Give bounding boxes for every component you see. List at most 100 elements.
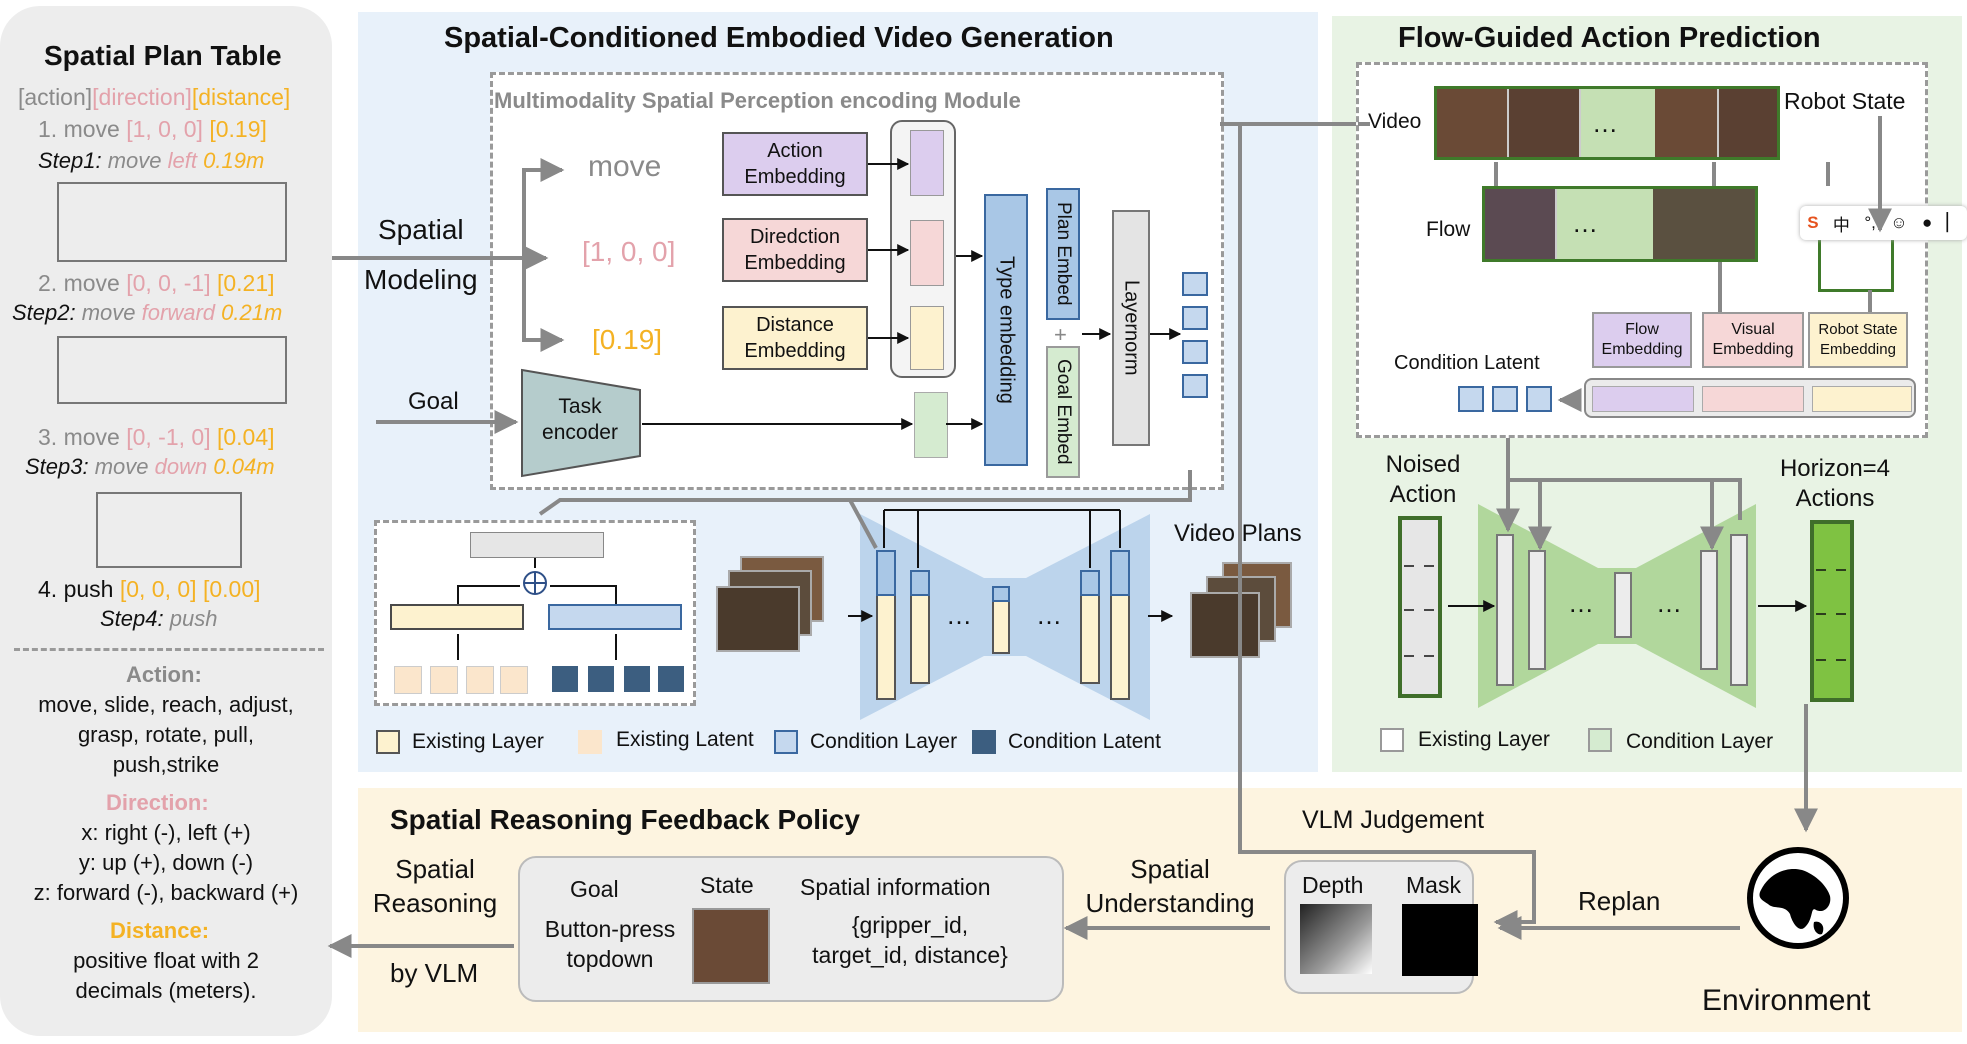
step-dir: [0, 0, 0] <box>119 576 197 602</box>
legend2-condition-layer: Condition Layer <box>1626 730 1774 753</box>
sum-icon <box>523 571 547 595</box>
action-unet-cond-3 <box>1700 550 1718 670</box>
legend-condition-latent-swatch <box>972 730 996 754</box>
goal-token <box>914 392 948 458</box>
spatial-understanding-label: Spatial Understanding <box>1070 852 1270 920</box>
output-token-2 <box>1182 306 1208 330</box>
plan-step-3: 3. move [0, -1, 0] [0.04] <box>38 424 275 451</box>
detail-condition-latent-4 <box>658 666 684 692</box>
flow-frame <box>1653 189 1755 259</box>
robot-state-label: Robot State <box>1784 88 1906 114</box>
input-toolbar[interactable]: S 中 °, ☺ ● ▏ <box>1800 206 1967 240</box>
punctuation-icon[interactable]: °, <box>1864 213 1876 232</box>
legend-condition-latent: Condition Latent <box>1008 730 1161 753</box>
action-unet-dots-2: … <box>1656 588 1682 618</box>
plan-divider <box>14 648 324 651</box>
step-dir: [0, -1, 0] <box>126 424 211 450</box>
video-frame <box>1509 89 1579 157</box>
video-gen-title: Spatial-Conditioned Embodied Video Gener… <box>444 22 1114 54</box>
emoji-icon[interactable]: ☺ <box>1890 213 1908 232</box>
spatial-reasoning-label: Spatial Reasoning <box>360 852 510 920</box>
visual-embedding-line: Embedding <box>1712 341 1794 358</box>
direction-vocab-line: x: right (-), left (+) <box>81 820 251 845</box>
detail-condition-latent-3 <box>624 666 650 692</box>
detail-existing-latent-1 <box>394 666 422 694</box>
step-num: 2. <box>38 270 58 296</box>
cond-flow-slot <box>1592 386 1694 412</box>
perception-module-title: Multimodality Spatial Perception encodin… <box>494 88 1021 113</box>
action-vocab-line: grasp, rotate, pull, <box>77 722 255 747</box>
output-token-3 <box>1182 340 1208 364</box>
unet-cond-1 <box>876 550 896 596</box>
detail-condition-latent-2 <box>588 666 614 692</box>
goal-label: Goal <box>408 388 459 415</box>
header-action: [action] <box>18 84 93 110</box>
unet-cond-mid <box>992 586 1010 602</box>
action-token <box>910 130 944 196</box>
token-direction: [1, 0, 0] <box>582 236 676 267</box>
detail-top-layer <box>470 532 604 558</box>
plan-embed: Plan Embed <box>1046 188 1080 320</box>
distance-vocab-line: positive float with 2 <box>73 948 259 973</box>
plan-step-2-desc: Step2: move forward 0.21m <box>12 300 282 326</box>
header-direction: [direction] <box>92 84 192 110</box>
reasoning-goal-header: Goal <box>570 876 619 902</box>
robot-embedding-line: Robot State <box>1818 321 1898 338</box>
task-encoder-shape <box>521 368 641 478</box>
globe-icon <box>1747 847 1849 949</box>
microphone-icon[interactable]: ● <box>1921 213 1933 232</box>
step-desc-verb: move <box>107 148 162 173</box>
direction-vocab-line: z: forward (-), backward (+) <box>33 880 299 905</box>
plan-step-2: 2. move [0, 0, -1] [0.21] <box>38 270 275 297</box>
detail-condition-layer <box>548 604 682 630</box>
goal-embed: Goal Embed <box>1046 346 1080 478</box>
chinese-mode-icon[interactable]: 中 <box>1832 215 1850 235</box>
action-pred-title: Flow-Guided Action Prediction <box>1398 22 1821 54</box>
step-desc-dist: 0.04m <box>213 454 275 479</box>
spatial-reasoning-line: Spatial <box>395 854 475 884</box>
condition-latent-token-2 <box>1492 386 1518 412</box>
action-vocab-line: push,strike <box>112 752 220 777</box>
reasoning-state-image <box>692 908 770 984</box>
task-encoder-line: encoder <box>542 421 618 444</box>
reasoning-goal-value: Button-press topdown <box>530 914 690 974</box>
info-value-line: target_id, distance} <box>812 942 1008 968</box>
condition-latent-token-3 <box>1526 386 1552 412</box>
distance-token <box>910 306 944 370</box>
mask-image <box>1402 904 1478 976</box>
step-dist: [0.19] <box>209 116 267 142</box>
step-num: 4. <box>38 576 58 602</box>
step-label: Step1: <box>38 148 102 173</box>
step-verb: move <box>63 270 120 296</box>
plan-step-4: 4. push [0, 0, 0] [0.00] <box>38 576 261 603</box>
step-num: 3. <box>38 424 58 450</box>
action-unet-cond-1 <box>1496 534 1514 686</box>
spatial-plan-panel <box>0 6 332 1036</box>
step-verb: move <box>63 424 120 450</box>
video-frame <box>1437 89 1507 157</box>
action-unet-cond-4 <box>1730 534 1748 686</box>
video-frame <box>1581 89 1655 157</box>
action-vocab-line: move, slide, reach, adjust, <box>38 692 294 717</box>
direction-embedding-line: Embedding <box>744 252 846 274</box>
step-desc-dir: left <box>167 148 198 173</box>
step-dir: [1, 0, 0] <box>126 116 203 142</box>
step-label: Step4: <box>100 606 164 631</box>
plus-sign: + <box>1054 322 1067 347</box>
video-plans-label: Video Plans <box>1174 520 1302 547</box>
task-encoder: Task encoder <box>540 394 620 446</box>
video-frame <box>1655 89 1717 157</box>
flow-strip-dots: … <box>1572 208 1598 238</box>
spatial-plan-title: Spatial Plan Table <box>44 40 282 71</box>
depth-label: Depth <box>1302 872 1364 898</box>
legend2-existing-swatch <box>1380 728 1404 752</box>
more-icon[interactable]: ▏ <box>1946 213 1960 232</box>
sogou-logo-icon[interactable]: S <box>1807 213 1819 232</box>
environment-label: Environment <box>1702 984 1871 1017</box>
step-dist: [0.21] <box>216 270 275 296</box>
direction-embedding-line: Diredction <box>749 226 841 248</box>
step-verb: push <box>63 576 114 602</box>
